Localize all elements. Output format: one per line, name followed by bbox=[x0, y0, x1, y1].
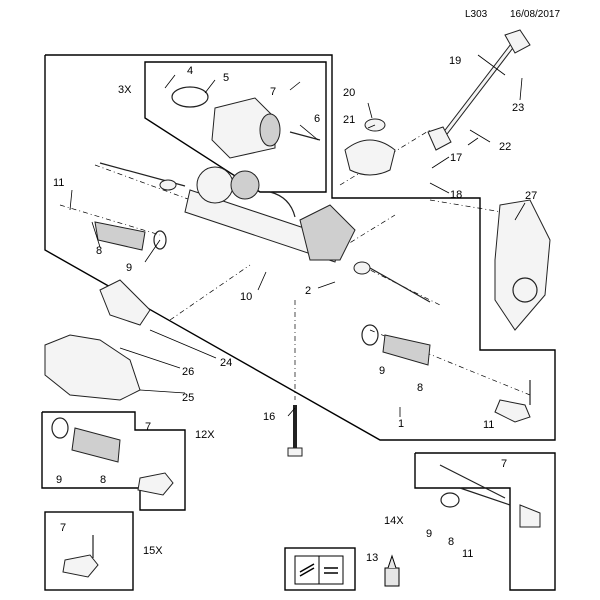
callout-27: 27 bbox=[525, 190, 537, 202]
callout-11-left: 11 bbox=[53, 177, 64, 189]
callout-7-kit14: 7 bbox=[501, 458, 507, 470]
callout-19: 19 bbox=[449, 55, 461, 67]
callout-20: 20 bbox=[343, 87, 355, 99]
callout-8-left: 8 bbox=[96, 245, 102, 257]
steering-knuckle bbox=[494, 199, 551, 331]
kit-15x-frame bbox=[44, 511, 134, 591]
callout-4: 4 bbox=[187, 65, 193, 77]
callout-2: 2 bbox=[305, 285, 311, 297]
callout-3x: 3X bbox=[118, 84, 132, 96]
kit-14x-frame bbox=[414, 452, 556, 591]
callout-6: 6 bbox=[314, 113, 320, 125]
diagram-date: 16/08/2017 bbox=[510, 9, 560, 20]
mounting-bolt bbox=[287, 405, 303, 457]
intermediate-shaft bbox=[427, 29, 531, 151]
callout-9-right: 9 bbox=[379, 365, 385, 377]
callout-17: 17 bbox=[450, 152, 462, 164]
callout-8-kit12: 8 bbox=[100, 474, 106, 486]
diagram-code: L303 bbox=[465, 9, 488, 20]
callout-5: 5 bbox=[223, 72, 229, 84]
callout-7-kit15: 7 bbox=[60, 522, 66, 534]
callout-9-left: 9 bbox=[126, 262, 132, 274]
callout-11-kit14: 11 bbox=[462, 548, 473, 560]
repair-manual-icon bbox=[294, 555, 344, 585]
steering-gear bbox=[184, 166, 356, 263]
motor-kit-frame bbox=[144, 61, 327, 193]
callout-13: 13 bbox=[366, 552, 378, 564]
leader-lines bbox=[69, 54, 526, 417]
callout-12x: 12X bbox=[195, 429, 215, 441]
kit-12x-frame bbox=[41, 411, 186, 511]
heat-shield bbox=[44, 279, 151, 401]
callout-7-kit12: 7 bbox=[145, 421, 151, 433]
callout-25: 25 bbox=[182, 392, 194, 404]
lubricant-bottle-icon bbox=[384, 554, 400, 587]
main-assembly-frame bbox=[44, 54, 556, 441]
centerline-left-boot bbox=[59, 204, 161, 236]
callout-16: 16 bbox=[263, 411, 275, 423]
callout-11-right: 11 bbox=[483, 419, 494, 431]
steering-motor bbox=[171, 86, 321, 159]
centerline-heatshield bbox=[169, 264, 251, 321]
tie-rod-ends bbox=[62, 380, 541, 578]
callout-22: 22 bbox=[499, 141, 511, 153]
callout-21: 21 bbox=[343, 114, 355, 126]
callout-9-kit14: 9 bbox=[426, 528, 432, 540]
callout-10: 10 bbox=[240, 291, 252, 303]
callout-9-kit12: 9 bbox=[56, 474, 62, 486]
service-info-box bbox=[284, 547, 356, 591]
callout-23: 23 bbox=[512, 102, 524, 114]
inner-tie-rods bbox=[99, 162, 431, 303]
callout-18: 18 bbox=[450, 189, 462, 201]
callout-1: 1 bbox=[398, 418, 404, 430]
callout-24: 24 bbox=[220, 357, 232, 369]
callout-7-motor: 7 bbox=[270, 86, 276, 98]
callout-14x: 14X bbox=[384, 515, 404, 527]
steering-boots bbox=[51, 221, 511, 508]
callout-8-right: 8 bbox=[417, 382, 423, 394]
callout-26: 26 bbox=[182, 366, 194, 378]
callout-8-kit14: 8 bbox=[448, 536, 454, 548]
callout-labels: 1 2 3X 4 5 6 7 7 7 7 8 8 8 8 9 9 9 9 10 … bbox=[53, 55, 537, 564]
callout-15x: 15X bbox=[143, 545, 163, 557]
